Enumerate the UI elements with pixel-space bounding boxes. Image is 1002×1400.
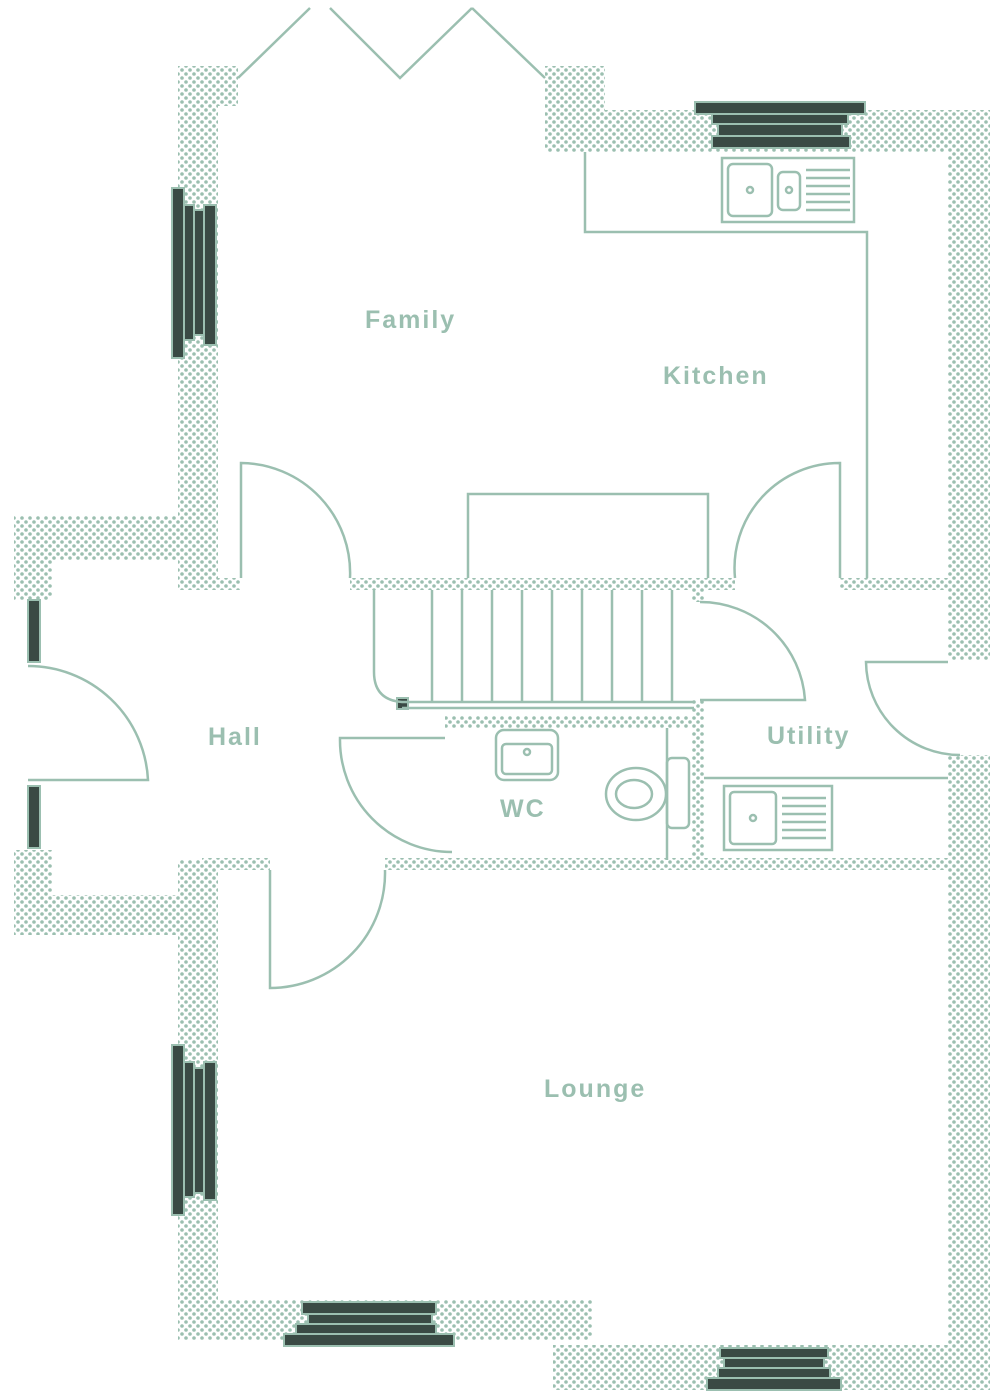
- room-label-wc: WC: [500, 795, 546, 823]
- room-label-hall: Hall: [208, 723, 262, 751]
- room-label-family: Family: [365, 306, 457, 334]
- windows: [27, 101, 866, 1391]
- room-label-utility: Utility: [767, 722, 851, 750]
- room-label-lounge: Lounge: [544, 1075, 647, 1103]
- room-label-kitchen: Kitchen: [663, 362, 769, 390]
- fixtures: [27, 7, 961, 990]
